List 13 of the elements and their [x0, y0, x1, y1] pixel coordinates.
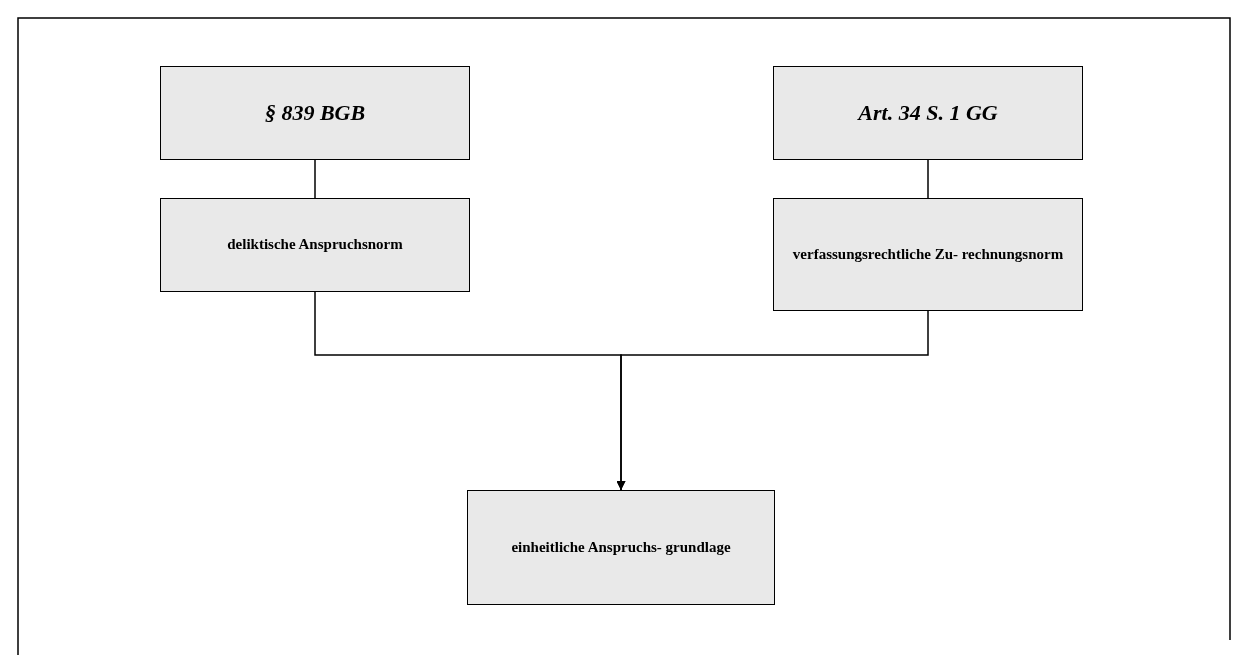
text-box	[773, 66, 1083, 160]
text-box	[773, 198, 1083, 311]
box-label: § 839 BGB	[264, 98, 366, 127]
box-label: deliktische Anspruchsnorm	[227, 235, 403, 255]
connector-line	[927, 159, 929, 199]
box-label: einheitliche Anspruchs- grundlage	[511, 537, 731, 557]
text-box	[467, 490, 775, 605]
text-box	[160, 66, 470, 160]
box-label: Art. 34 S. 1 GG	[858, 98, 998, 127]
text-box	[160, 198, 470, 292]
arrow	[616, 310, 929, 491]
box-label: verfassungsrechtliche Zu- rechnungsnorm	[792, 244, 1064, 264]
connector-line	[314, 159, 316, 199]
